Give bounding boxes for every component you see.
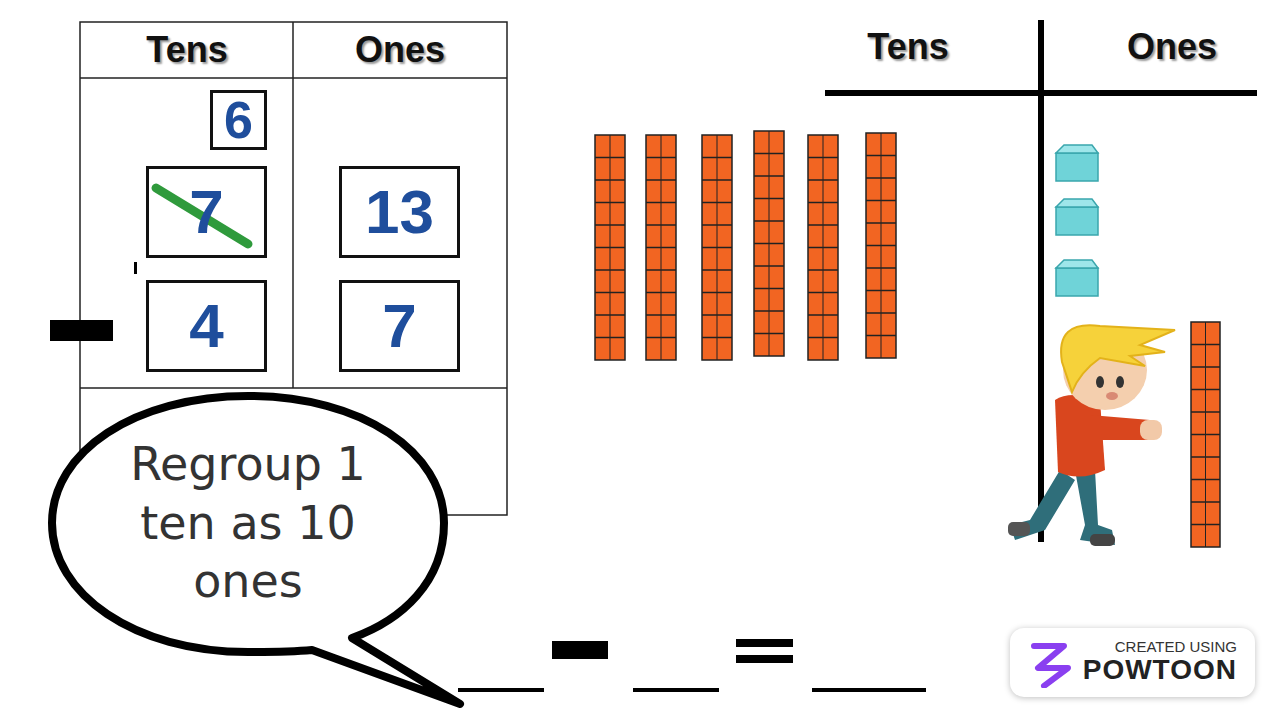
rod-grid [661, 135, 662, 360]
chart-header: Tens [867, 26, 948, 68]
one-cubes [1056, 145, 1098, 296]
equation-blanks [458, 639, 926, 692]
tick-mark [134, 262, 137, 274]
rod-grid [717, 135, 718, 360]
badge-caption: CREATED USING [1115, 639, 1237, 656]
rod-grid [1205, 322, 1206, 547]
chart-header: Ones [1127, 26, 1217, 68]
ten-rod [866, 133, 896, 358]
ten-rods [595, 131, 1220, 547]
one-cube [1056, 207, 1098, 235]
ten-rod [1191, 322, 1220, 547]
bubble-text: Regroup 1 ten as 10 ones [103, 435, 393, 612]
digit-text: 4 [189, 295, 223, 357]
cube-top [1056, 145, 1098, 153]
tens-digit-box: 7 [146, 166, 267, 258]
cube-top [1056, 260, 1098, 268]
powtoon-logo [1024, 638, 1074, 688]
rod-grid [881, 133, 882, 358]
digit-text: 13 [365, 181, 434, 243]
table-header: Tens [146, 29, 227, 71]
digit-text: 7 [382, 295, 416, 357]
minus-sign [50, 320, 113, 341]
ten-rod [595, 135, 625, 360]
rod-grid [823, 135, 824, 360]
ten-rod [754, 131, 784, 356]
ones-digit-box: 13 [339, 166, 460, 258]
tens-digit-box: 4 [146, 280, 267, 372]
ten-rod [702, 135, 732, 360]
one-cube [1056, 268, 1098, 296]
table-header: Ones [355, 29, 445, 71]
ones-digit-box: 7 [339, 280, 460, 372]
rod-grid [769, 131, 770, 356]
boy-figure [1008, 325, 1175, 546]
powtoon-badge: CREATED USINGPOWTOON [1010, 628, 1255, 697]
bubble-shape [52, 396, 460, 704]
one-cube [1056, 153, 1098, 181]
ten-rod [646, 135, 676, 360]
digit-text: 6 [224, 94, 253, 146]
rod-grid [610, 135, 611, 360]
ten-rod [808, 135, 838, 360]
badge-brand: POWTOON [1083, 655, 1237, 686]
regrouped-tens-box: 6 [210, 90, 267, 150]
speech-bubble: Regroup 1 ten as 10 ones [52, 392, 444, 654]
digit-text: 7 [189, 181, 223, 243]
cube-top [1056, 199, 1098, 207]
